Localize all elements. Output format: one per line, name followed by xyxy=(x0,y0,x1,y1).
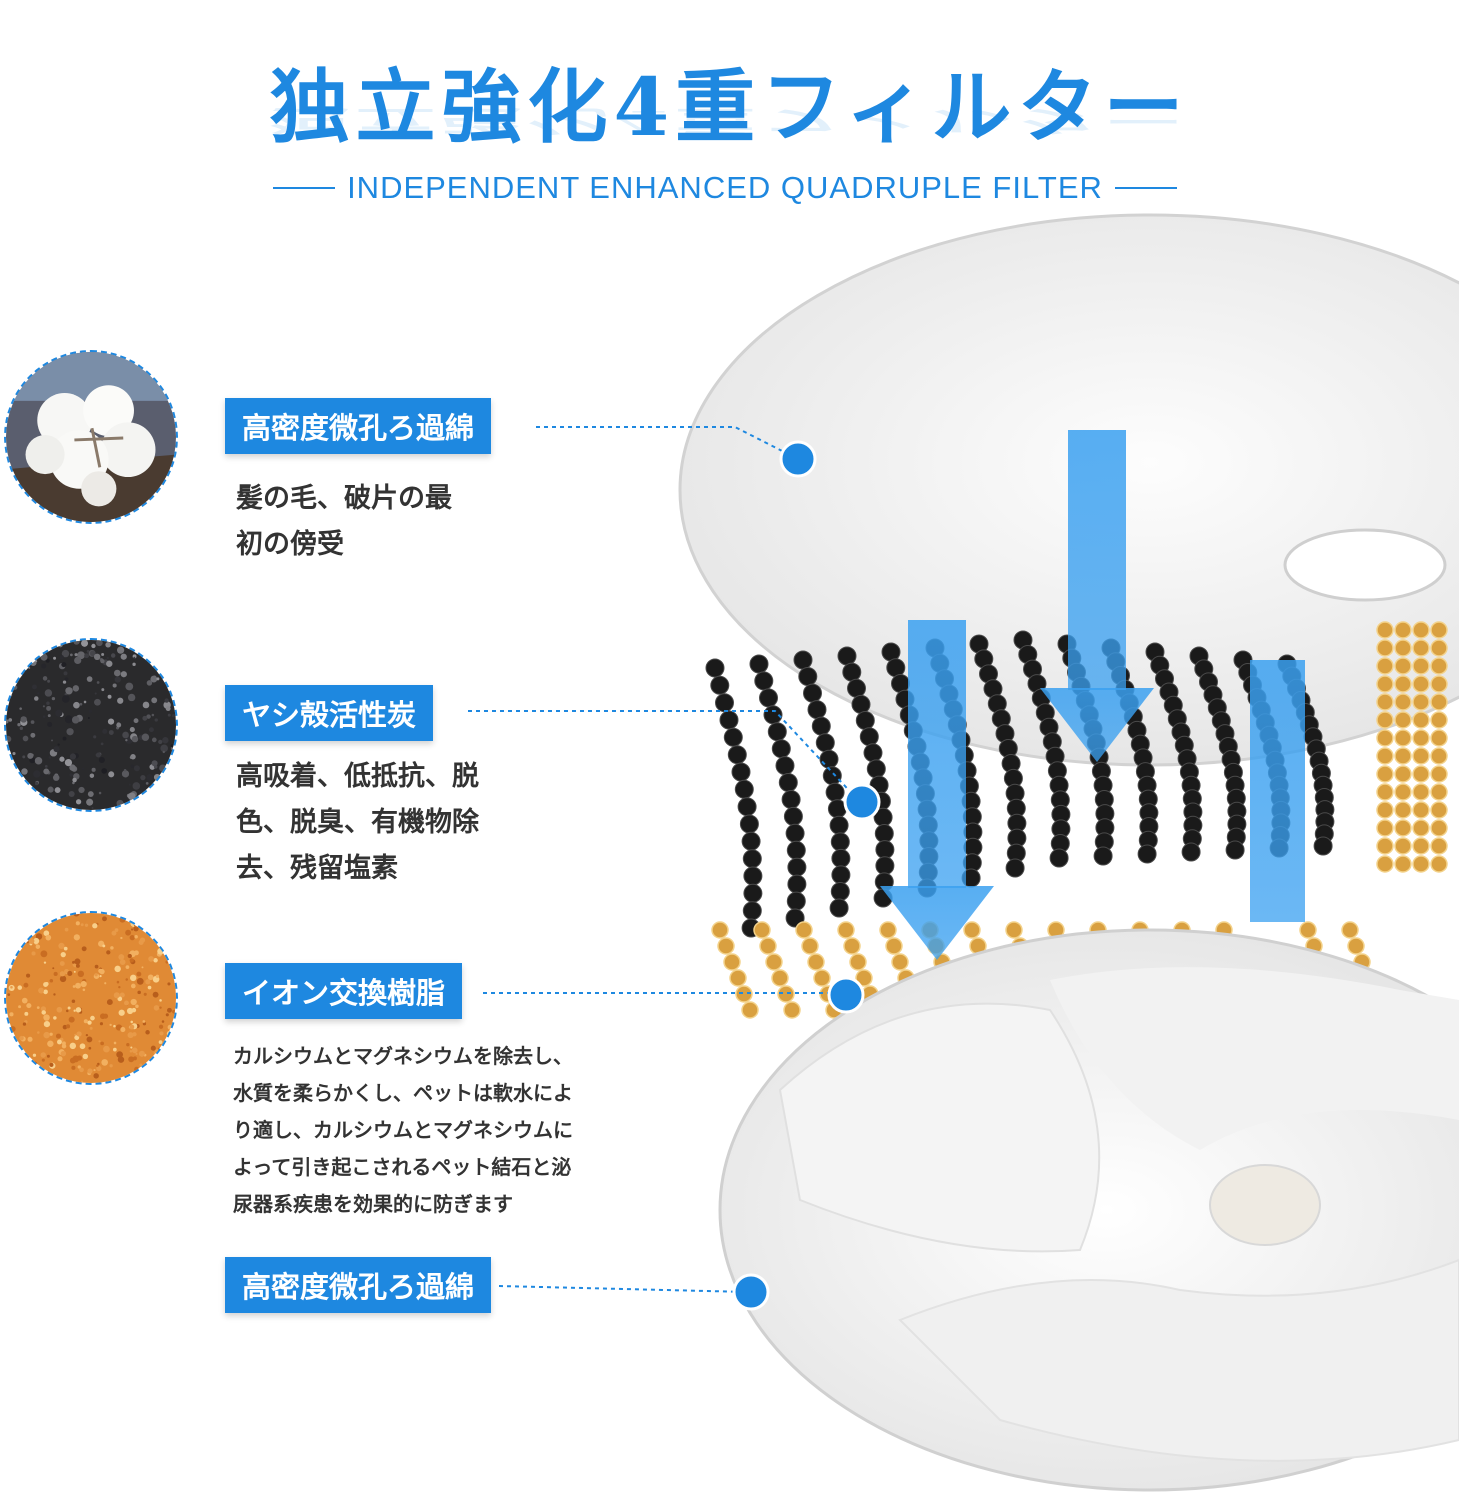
resin-beads-icon xyxy=(4,911,178,1085)
subtitle-rule-right xyxy=(1114,187,1177,189)
layer-3-description: カルシウムとマグネシウムを除去し、 水質を柔らかくし、ペットは軟水によ り適し、… xyxy=(233,1044,573,1216)
layer-2-description: 高吸着、低抵抗、脱 色、脱臭、有機物除 去、残留塩素 xyxy=(236,761,479,884)
top-filter-disc xyxy=(678,213,1459,767)
layer-2-label: ヤシ殻活性炭 xyxy=(225,685,434,741)
pointer-dot-3 xyxy=(827,976,865,1014)
layer-1-label: 高密度微孔ろ過綿 xyxy=(225,398,492,454)
pointer-dot-2 xyxy=(843,783,881,821)
subtitle-row: INDEPENDENT ENHANCED QUADRUPLE FILTER xyxy=(225,168,1225,208)
layer-1-description: 髪の毛、破片の最 初の傍受 xyxy=(236,483,452,560)
carbon-bead-rows xyxy=(705,630,1335,938)
flow-arrow-1 xyxy=(1040,430,1154,762)
pointer-dot-1 xyxy=(779,440,817,478)
pointer-dot-4 xyxy=(732,1273,770,1311)
layer-4-label: 高密度微孔ろ過綿 xyxy=(225,1257,492,1313)
subtitle-rule-left xyxy=(273,187,336,189)
activated-carbon-icon xyxy=(4,638,178,812)
flow-arrow-2 xyxy=(880,620,994,960)
page-title: 独立強化4重フィルター xyxy=(269,60,1190,154)
resin-bead-rows xyxy=(711,621,1448,1019)
cotton-icon xyxy=(4,350,178,524)
bottom-filter-disc xyxy=(718,928,1459,1492)
page-subtitle: INDEPENDENT ENHANCED QUADRUPLE FILTER xyxy=(347,170,1103,205)
flow-arrow-3 xyxy=(1250,660,1305,922)
layer-3-label: イオン交換樹脂 xyxy=(225,963,463,1019)
